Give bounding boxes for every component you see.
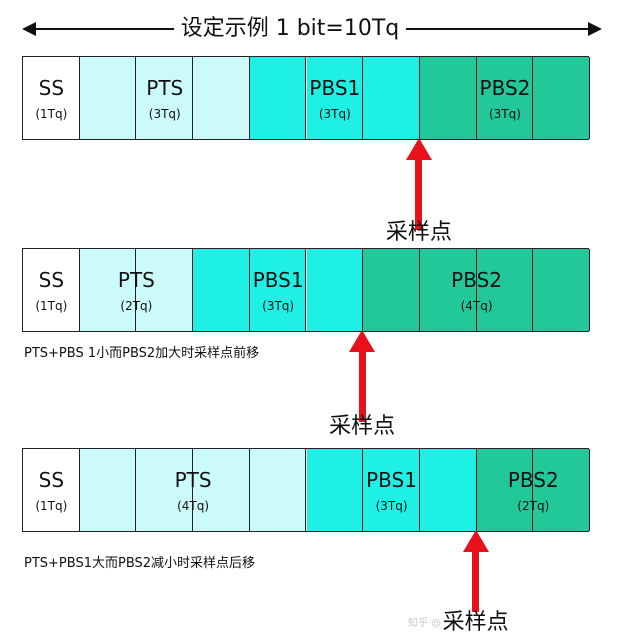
bit-timing-row-1: SS (1Tq) PTS (3Tq) PBS1 (3Tq) PBS2 (3Tq)	[22, 56, 590, 140]
span-line-right	[404, 28, 592, 30]
pts-tq-cell	[249, 449, 307, 531]
pbs1-tq-cell	[306, 57, 364, 139]
segment-label-ss: SS	[38, 468, 65, 492]
bit-timing-row-3: SS (1Tq) PTS (4Tq) PBS1 (3Tq) PBS2 (2Tq)	[22, 448, 590, 532]
ss-tq-cell	[23, 449, 80, 531]
segment-label-pbs2: PBS2	[479, 76, 531, 100]
pts-tq-cell	[79, 449, 137, 531]
pbs2-tq-cell	[419, 57, 477, 139]
pbs1-tq-cell	[419, 449, 477, 531]
pts-tq-cell	[79, 249, 137, 331]
bit-span-header: 设定示例 1 bit=10Tq	[0, 6, 632, 46]
sample-point-arrow-icon	[456, 530, 496, 612]
pbs2-tq-cell	[533, 449, 590, 531]
pbs2-tq-cell	[363, 249, 420, 331]
segment-duration-pbs1: (3Tq)	[262, 299, 295, 313]
sample-point-arrow-icon	[342, 330, 382, 422]
sample-point-arrow-icon	[399, 138, 439, 230]
segment-label-pts: PTS	[117, 268, 155, 292]
segment-duration-pbs2: (2Tq)	[517, 499, 550, 513]
segment-label-ss: SS	[38, 76, 65, 100]
segment-duration-pbs1: (3Tq)	[375, 499, 408, 513]
segment-label-pts: PTS	[146, 76, 184, 100]
arrowhead-right-icon	[588, 22, 602, 36]
row-note: PTS+PBS1大而PBS2减小时采样点后移	[24, 556, 256, 571]
pts-tq-cell	[79, 57, 137, 139]
row-note: PTS+PBS 1小而PBS2加大时采样点前移	[24, 346, 260, 361]
diagram-title: 设定示例 1 bit=10Tq	[174, 16, 406, 42]
pbs1-tq-cell	[249, 57, 307, 139]
sample-point-label: 采样点	[442, 610, 509, 635]
pbs2-tq-cell	[533, 57, 590, 139]
segment-label-pbs2: PBS2	[507, 468, 559, 492]
pbs2-tq-cell	[419, 249, 477, 331]
pbs2-tq-cell	[476, 57, 534, 139]
segment-duration-pbs2: (3Tq)	[488, 107, 521, 121]
pbs2-tq-cell	[476, 449, 534, 531]
segment-duration-pts: (3Tq)	[148, 107, 181, 121]
segment-duration-pts: (2Tq)	[120, 299, 153, 313]
segment-label-pbs1: PBS1	[366, 468, 417, 492]
pbs1-tq-cell	[249, 249, 307, 331]
pts-tq-cell	[136, 57, 194, 139]
pbs1-tq-cell	[306, 249, 364, 331]
segment-label-pbs1: PBS1	[309, 76, 361, 100]
pbs1-tq-cell	[363, 449, 420, 531]
segment-duration-pts: (4Tq)	[177, 499, 210, 513]
sample-point-label: 采样点	[385, 220, 452, 245]
pbs1-tq-cell	[363, 57, 420, 139]
pbs2-tq-cell	[533, 249, 590, 331]
pbs1-tq-cell	[306, 449, 364, 531]
pbs1-tq-cell	[193, 249, 250, 331]
pbs2-tq-cell	[476, 249, 534, 331]
ss-tq-cell	[23, 249, 80, 331]
segment-duration-ss: (1Tq)	[35, 299, 68, 313]
arrowhead-left-icon	[22, 22, 36, 36]
pts-tq-cell	[193, 449, 250, 531]
segment-duration-ss: (1Tq)	[35, 499, 68, 513]
segment-label-pts: PTS	[174, 468, 212, 492]
span-line-left	[30, 28, 180, 30]
segment-duration-ss: (1Tq)	[35, 107, 68, 121]
ss-tq-cell	[23, 57, 80, 139]
watermark: 知乎 @	[408, 618, 442, 629]
segment-duration-pbs1: (3Tq)	[318, 107, 351, 121]
segment-label-ss: SS	[38, 268, 65, 292]
pts-tq-cell	[136, 249, 194, 331]
segment-duration-pbs2: (4Tq)	[460, 299, 493, 313]
sample-point-label: 采样点	[329, 414, 396, 439]
segment-label-pbs2: PBS2	[451, 268, 503, 292]
bit-timing-row-2: SS (1Tq) PTS (2Tq) PBS1 (3Tq) PBS2 (4Tq)	[22, 248, 590, 332]
pts-tq-cell	[136, 449, 194, 531]
pts-tq-cell	[193, 57, 250, 139]
segment-label-pbs1: PBS1	[252, 268, 304, 292]
